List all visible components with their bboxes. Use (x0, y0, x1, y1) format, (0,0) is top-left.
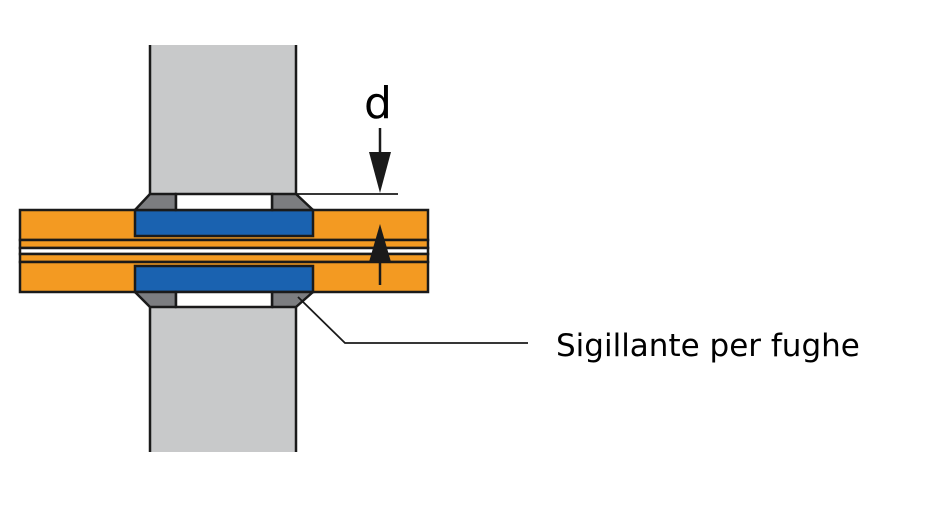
sealant-top-right (270, 192, 315, 212)
sealant-label: Sigillante per fughe (556, 328, 860, 364)
wall-lower (150, 292, 296, 452)
sleeve-upper (133, 208, 315, 238)
sleeve-lower (133, 264, 315, 294)
wall-upper (150, 45, 296, 210)
dimension-label: d (364, 78, 392, 129)
dimension-arrow-down-head (369, 152, 391, 193)
sealant-bottom-left (133, 290, 178, 309)
gap-top (174, 192, 274, 212)
sealant-leader-line (297, 296, 528, 344)
gap-bottom (174, 290, 274, 309)
dimension-arrow-up-head (369, 224, 391, 262)
sealant-top-left (133, 192, 178, 212)
